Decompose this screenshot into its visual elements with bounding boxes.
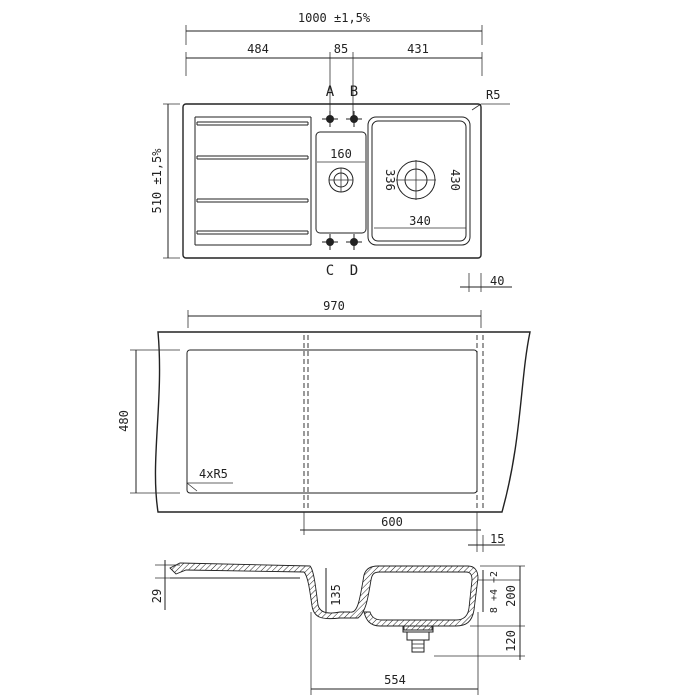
dim-drain-label: 120	[504, 630, 518, 652]
dimension-cutout-edge: 15	[468, 532, 505, 552]
dim-height-label: 510 ±1,5%	[150, 148, 164, 214]
hole-a	[322, 111, 338, 127]
large-bowl: 430 340	[367, 116, 471, 246]
dimension-rim: 29	[150, 560, 180, 610]
cutout-view: 970 4xR5 480 600 15	[117, 299, 531, 552]
dim-section-width-label: 554	[384, 673, 406, 687]
dimension-split-widths: 484 85 431	[185, 42, 483, 120]
sink-outline	[182, 103, 482, 259]
dimension-cutout-height: 480	[117, 349, 180, 494]
dim-big-width-label: 340	[409, 214, 431, 228]
dimension-drain: 120	[434, 626, 525, 660]
dimension-tolerance: 8 +4 −2	[478, 570, 520, 613]
dim-depth-label: 200	[504, 585, 518, 607]
dim-cutout-height-label: 480	[117, 410, 131, 432]
mounting-holes	[322, 111, 362, 250]
dimension-edge-40: 40	[460, 273, 512, 292]
dim-edge-label: 40	[490, 274, 504, 288]
cutout-rectangle	[186, 349, 478, 494]
hole-b	[346, 111, 362, 127]
dim-small-height-label: 336	[383, 169, 397, 191]
dim-cutout-edge-label: 15	[490, 532, 504, 546]
dim-rim-label: 29	[150, 589, 164, 603]
dim-mid-label: 85	[334, 42, 348, 56]
small-bowl: 160 336	[315, 131, 397, 234]
dimension-small-depth: 135	[325, 568, 343, 612]
sink-section-profile	[169, 562, 479, 631]
countertop-outline	[154, 331, 531, 513]
dim-bowl-width-label: 600	[381, 515, 403, 529]
section-view: 29 135 8 +4 −2 200 120	[150, 560, 525, 695]
radius-note: 4xR5	[199, 467, 228, 481]
label-a: A	[326, 84, 335, 100]
dimension-depth: 200	[470, 565, 525, 627]
top-view: 1000 ±1,5% 484 85 431 A B C D R5 510 ±1,…	[150, 11, 512, 292]
label-d: D	[350, 263, 358, 279]
dimension-height: 510 ±1,5%	[150, 103, 180, 259]
label-b: B	[350, 84, 358, 100]
dim-left-label: 484	[247, 42, 269, 56]
dimension-total-width: 1000 ±1,5%	[185, 11, 483, 45]
dim-tol-label: 8 +4 −2	[489, 571, 500, 613]
hole-c	[322, 234, 338, 250]
drain-fitting	[402, 625, 434, 653]
dimension-cutout-width: 970	[187, 299, 482, 328]
dimension-section-width: 554	[310, 612, 479, 695]
dimension-bowl-width: 600	[300, 512, 481, 535]
dim-small-depth-label: 135	[329, 584, 343, 606]
radius-label: R5	[486, 88, 500, 102]
dim-total-width-label: 1000 ±1,5%	[298, 11, 371, 25]
hole-d	[346, 234, 362, 250]
dim-small-width-label: 160	[330, 147, 352, 161]
dim-cutout-width-label: 970	[323, 299, 345, 313]
label-c: C	[326, 263, 334, 279]
drainboard-grooves	[194, 116, 312, 246]
dim-right-label: 431	[407, 42, 429, 56]
dim-big-height-label: 430	[448, 169, 462, 191]
